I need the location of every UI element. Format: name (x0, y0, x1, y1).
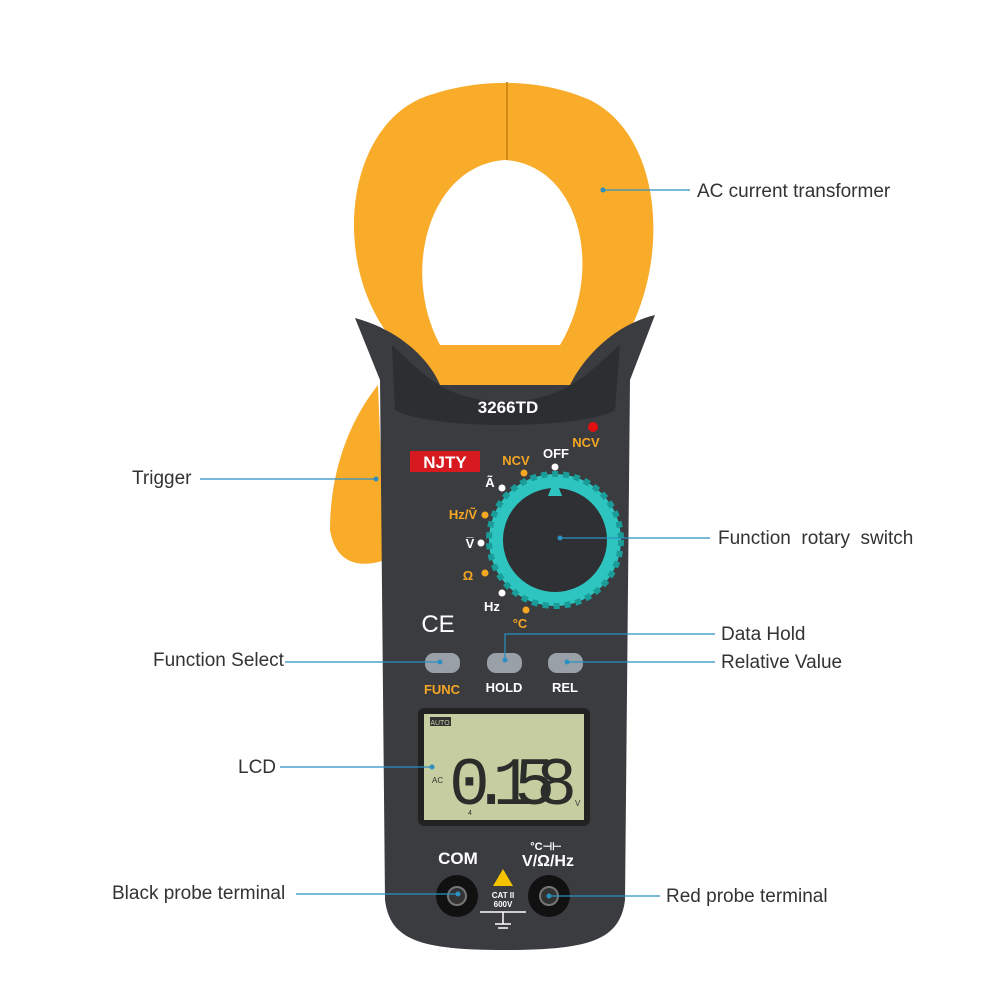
ce-mark: CE (421, 611, 454, 638)
dial-pointer-icon (548, 478, 562, 496)
input-label: V/Ω/Hz (522, 853, 574, 870)
lcd-ac: AC (432, 776, 443, 785)
warning-icon (493, 869, 513, 886)
brand-logo (410, 451, 480, 472)
lcd-unit: V (575, 799, 581, 808)
svg-text:4: 4 (468, 810, 472, 817)
function-rotary-switch[interactable] (486, 471, 624, 609)
callout-lines (200, 189, 715, 897)
callout-data-hold: Data Hold (721, 624, 806, 645)
dial-hz-acv: Hz/Ṽ (449, 507, 478, 522)
hold-label: HOLD (486, 680, 523, 695)
trigger (330, 385, 385, 564)
dial-ohm: Ω (463, 568, 473, 583)
lcd-reading: 0.158 (449, 748, 577, 825)
func-button[interactable] (425, 653, 460, 673)
ncv-led (588, 422, 598, 432)
dial-ncv: NCV (502, 453, 530, 468)
svg-text:600V: 600V (494, 900, 513, 909)
callout-rotary-switch: Function rotary switch (718, 528, 914, 549)
svg-text:°C⊣⊢: °C⊣⊢ (530, 840, 562, 853)
dial-hz: Hz (484, 599, 500, 614)
svg-text:NJTY: NJTY (423, 453, 467, 472)
ground-icon (480, 911, 526, 929)
lcd-auto: AUTO (430, 720, 450, 727)
com-label: COM (438, 849, 478, 868)
callout-black-probe: Black probe terminal (112, 883, 286, 904)
callout-red-probe: Red probe terminal (666, 886, 828, 907)
callout-lcd: LCD (238, 757, 277, 778)
dial-off: OFF (543, 446, 569, 461)
dial-dots (477, 463, 559, 614)
callout-relative-value: Relative Value (721, 652, 843, 673)
func-label: FUNC (424, 682, 461, 697)
hold-button[interactable] (487, 653, 522, 673)
callout-ac-transformer: AC current transformer (697, 181, 891, 202)
dial-dcv: V̅ (466, 536, 475, 551)
ncv-indicator-label: NCV (572, 435, 600, 450)
lcd: AUTO 0.158 AC V 4 (418, 708, 590, 826)
dial-ac-current: Ã (485, 475, 495, 490)
svg-text:CAT II: CAT II (492, 891, 515, 900)
callout-function-select: Function Select (153, 650, 284, 671)
model-label: 3266TD (478, 398, 538, 417)
dial-temp: °C (513, 616, 528, 631)
rel-label: REL (552, 680, 578, 695)
callout-trigger: Trigger (132, 468, 192, 489)
